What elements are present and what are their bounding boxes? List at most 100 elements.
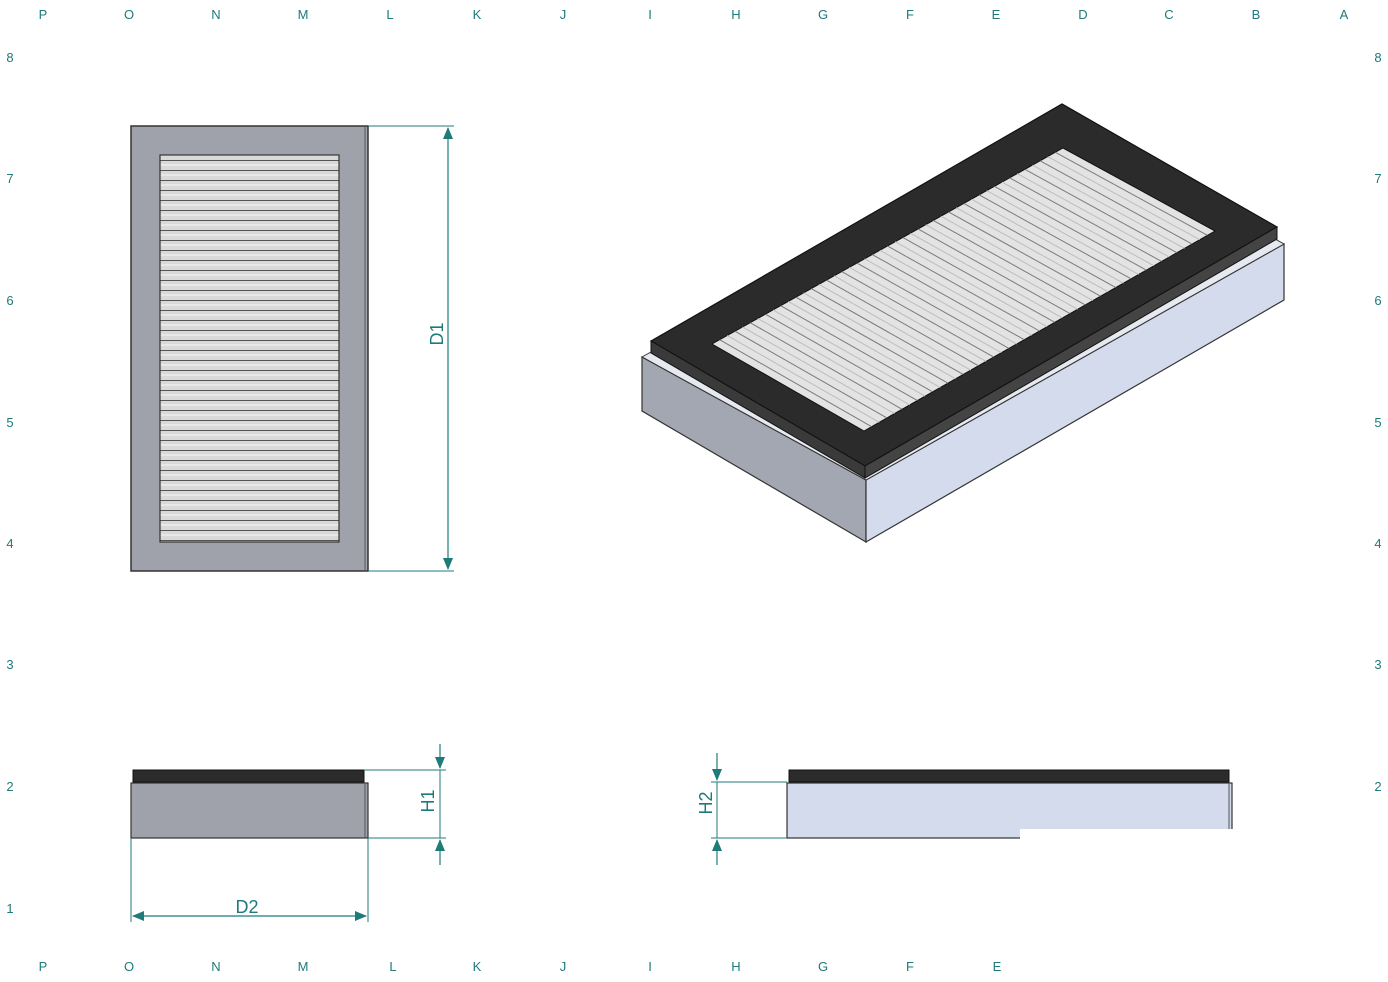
- zone-number-left: 3: [6, 657, 13, 672]
- zone-labels-right: 8 7 6 5 4 3 2: [1374, 50, 1381, 794]
- iso-pleat-line: [955, 207, 1109, 293]
- iso-pleat-line: [1055, 151, 1208, 236]
- zone-number-left: 7: [6, 171, 13, 186]
- isometric-view: [640, 103, 1286, 544]
- iso-pleat-line: [826, 279, 979, 367]
- iso-pleat-line: [803, 292, 956, 380]
- zone-number-left: 2: [6, 779, 13, 794]
- dimension-label-d1: D1: [427, 322, 447, 345]
- zone-number-right: 3: [1374, 657, 1381, 672]
- iso-pleat-line: [864, 258, 1017, 345]
- iso-pleat-line: [727, 335, 880, 423]
- iso-pleat-line: [894, 241, 1048, 328]
- zone-letter-top: P: [39, 7, 48, 22]
- iso-pleat-line: [719, 339, 872, 428]
- iso-pleat-line: [986, 190, 1139, 275]
- dimension-h1: H1: [364, 744, 446, 865]
- zone-number-right: 5: [1374, 415, 1381, 430]
- zone-number-right: 8: [1374, 50, 1381, 65]
- zone-letter-bottom: N: [211, 959, 220, 974]
- iso-pleat-line: [841, 271, 994, 358]
- zone-letter-top: C: [1164, 7, 1173, 22]
- zone-number-left: 5: [6, 415, 13, 430]
- iso-pleat-line: [849, 266, 1002, 354]
- zone-number-right: 6: [1374, 293, 1381, 308]
- iso-pleat-line: [910, 232, 1063, 319]
- iso-pleat-line: [902, 237, 1056, 323]
- iso-pleat-line: [1024, 168, 1178, 254]
- iso-pleat-line: [818, 283, 972, 371]
- iso-pleat-line: [948, 211, 1101, 297]
- iso-pleat-line: [1009, 177, 1162, 262]
- zone-letter-bottom: L: [389, 959, 396, 974]
- iso-pleats: [719, 151, 1208, 428]
- side-left-body: [130, 782, 369, 839]
- zone-labels-left: 8 7 6 5 4 3 2 1: [6, 50, 13, 916]
- zone-letter-top: H: [731, 7, 740, 22]
- zone-letter-bottom: F: [906, 959, 914, 974]
- zone-letter-bottom: M: [298, 959, 309, 974]
- zone-letter-bottom: O: [124, 959, 134, 974]
- zone-letter-bottom: G: [818, 959, 828, 974]
- iso-pleat-line: [1039, 160, 1193, 245]
- top-view: [130, 125, 369, 572]
- iso-pleat-line: [749, 322, 903, 410]
- zone-letter-bottom: K: [473, 959, 482, 974]
- zone-number-right: 7: [1374, 171, 1381, 186]
- zone-letter-top: M: [298, 7, 309, 22]
- zone-letter-top: A: [1340, 7, 1349, 22]
- zone-letter-top: L: [386, 7, 393, 22]
- iso-pleat-line: [1001, 181, 1155, 267]
- zone-letter-bottom: E: [993, 959, 1002, 974]
- iso-pleat-line: [856, 262, 1010, 349]
- zone-number-right: 2: [1374, 779, 1381, 794]
- iso-pleat-line: [933, 219, 1086, 306]
- iso-pleat-line: [1032, 164, 1185, 249]
- dimension-label-d2: D2: [235, 897, 258, 917]
- zone-letter-top: D: [1078, 7, 1087, 22]
- iso-pleat-line: [757, 318, 911, 406]
- zone-letter-top: K: [473, 7, 482, 22]
- zone-letter-top: N: [211, 7, 220, 22]
- iso-pleat-line: [994, 185, 1147, 271]
- side-left-gasket: [132, 769, 365, 783]
- iso-pleat-line: [765, 313, 918, 401]
- dimension-d1: D1: [368, 125, 454, 572]
- dimension-d2: D2: [130, 838, 369, 922]
- dimension-label-h1: H1: [418, 789, 438, 812]
- iso-pleat-line: [940, 215, 1094, 302]
- dimension-h2: H2: [696, 753, 787, 865]
- iso-pleat-line: [879, 249, 1033, 336]
- zone-number-left: 8: [6, 50, 13, 65]
- iso-pleat-line: [1016, 173, 1170, 258]
- iso-pleat-line: [887, 245, 1040, 332]
- iso-pleat-line: [871, 254, 1025, 341]
- top-view-filter-media: [159, 154, 340, 543]
- zone-letter-bottom: H: [731, 959, 740, 974]
- iso-pleat-line: [833, 275, 987, 362]
- iso-pleat-line: [780, 305, 933, 393]
- iso-pleat-line: [734, 330, 888, 419]
- iso-pleat-line: [810, 288, 964, 375]
- side-right-body: [786, 782, 1233, 839]
- zone-letter-bottom: J: [560, 959, 567, 974]
- zone-number-right: 4: [1374, 536, 1381, 551]
- iso-pleat-line: [788, 300, 941, 388]
- side-view-left: [130, 769, 369, 839]
- zone-number-left: 6: [6, 293, 13, 308]
- side-right-gasket: [788, 769, 1230, 783]
- iso-pleat-line: [971, 198, 1124, 284]
- iso-pleat-line: [917, 228, 1071, 315]
- zone-letter-top: O: [124, 7, 134, 22]
- zone-number-left: 1: [6, 901, 13, 916]
- iso-pleat-line: [925, 224, 1078, 310]
- zone-letter-top: G: [818, 7, 828, 22]
- zone-letter-top: F: [906, 7, 914, 22]
- zone-number-left: 4: [6, 536, 13, 551]
- iso-pleat-line: [742, 326, 895, 415]
- iso-pleat-line: [1047, 156, 1200, 241]
- iso-filter-media: [710, 147, 1217, 432]
